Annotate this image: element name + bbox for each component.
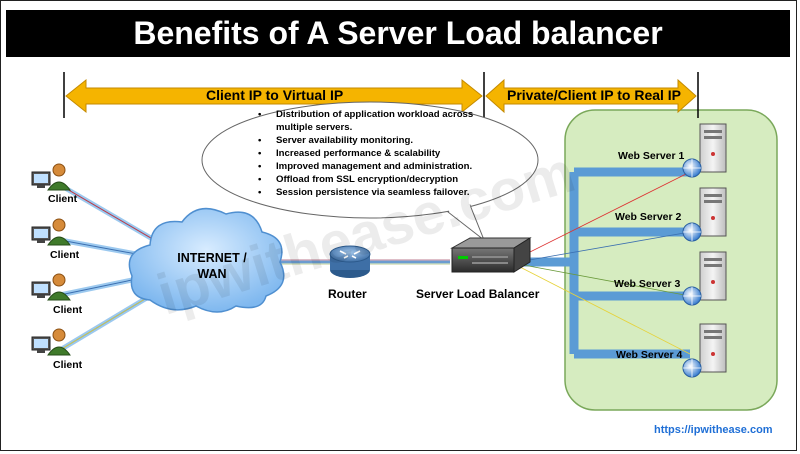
footer-link[interactable]: https://ipwithease.com [654,424,773,436]
server-label: Web Server 4 [616,349,683,361]
benefit-item: Increased performance & scalability [258,147,498,160]
benefit-item: Offload from SSL encryption/decryption [258,173,498,186]
client-icon [31,218,71,246]
page-title: Benefits of A Server Load balancer [6,10,790,57]
server-label: Web Server 2 [615,211,682,223]
benefit-item: Session persistence via seamless failove… [258,186,498,199]
right-arrow-label: Private/Client IP to Real IP [507,87,682,103]
benefit-item: Distribution of application workload acr… [258,108,498,134]
benefits-list: Distribution of application workload acr… [258,108,498,199]
internet-label: INTERNET / WAN [177,251,247,281]
private-to-real-ip-arrow [483,72,699,118]
load-balancer-label: Server Load Balancer [416,287,540,301]
internet-cloud [128,207,285,313]
client-icon [31,273,71,301]
router-label: Router [328,287,367,301]
client-label: Client [48,193,78,205]
client-label: Client [50,249,80,261]
client-label: Client [53,359,83,371]
left-arrow-label: Client IP to Virtual IP [206,87,344,103]
client-icon [31,163,71,191]
web-server-icon [682,251,727,306]
benefit-item: Server availability monitoring. [258,134,498,147]
client-label: Client [53,304,83,316]
web-server-icon [682,323,727,378]
benefit-item: Improved management and administration. [258,160,498,173]
server-label: Web Server 3 [614,278,681,290]
client-icon [31,328,71,356]
web-server-icon [682,187,727,242]
server-label: Web Server 1 [618,150,685,162]
load-balancer-icon [450,237,532,273]
web-server-icon [682,123,727,178]
router-icon [329,245,371,278]
